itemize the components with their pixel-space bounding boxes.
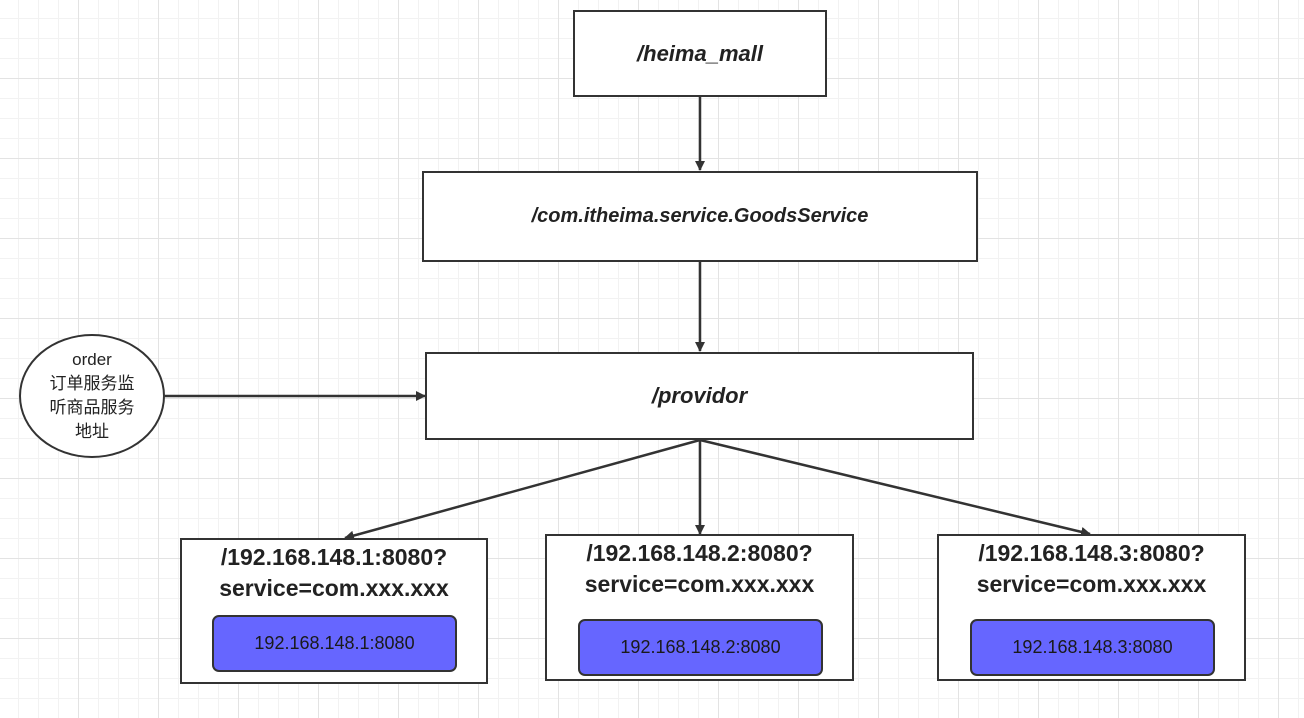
provider-3-address: 192.168.148.3:8080 — [970, 619, 1215, 676]
provider-2-address: 192.168.148.2:8080 — [578, 619, 823, 676]
provider-2-url-line-1: /192.168.148.2:8080? — [586, 540, 813, 566]
provider-3-url-line-2: service=com.xxx.xxx — [976, 571, 1207, 597]
provider-1-url-line-2: service=com.xxx.xxx — [219, 575, 449, 601]
node-providor: /providor — [425, 352, 974, 440]
provider-2-url-line-2: service=com.xxx.xxx — [584, 571, 815, 597]
node-goods-service: /com.itheima.service.GoodsService — [422, 171, 978, 262]
consumer-line-3: 听商品服务 — [49, 398, 135, 417]
edge-providor-to-provider-3 — [699, 438, 1091, 537]
provider-node-1: /192.168.148.1:8080? service=com.xxx.xxx… — [180, 538, 488, 684]
provider-1-url-line-1: /192.168.148.1:8080? — [220, 544, 448, 570]
consumer-line-1: order — [72, 350, 112, 369]
provider-2-address-label: 192.168.148.2:8080 — [620, 637, 781, 657]
edge-providor-to-provider-1 — [344, 438, 701, 541]
provider-node-2: /192.168.148.2:8080? service=com.xxx.xxx… — [545, 534, 854, 681]
provider-1-address-label: 192.168.148.1:8080 — [254, 633, 415, 653]
provider-1-url: /192.168.148.1:8080? service=com.xxx.xxx — [182, 542, 486, 604]
consumer-line-4: 地址 — [75, 422, 109, 441]
provider-node-3: /192.168.148.3:8080? service=com.xxx.xxx… — [937, 534, 1246, 681]
node-order-consumer: order 订单服务监 听商品服务 地址 — [19, 334, 165, 458]
provider-3-url-line-1: /192.168.148.3:8080? — [978, 540, 1205, 566]
node-heima-mall: /heima_mall — [573, 10, 827, 97]
node-providor-label: /providor — [651, 383, 748, 408]
provider-1-address: 192.168.148.1:8080 — [212, 615, 457, 672]
provider-2-url: /192.168.148.2:8080? service=com.xxx.xxx — [547, 538, 852, 600]
node-goods-service-label: /com.itheima.service.GoodsService — [531, 205, 869, 227]
provider-3-address-label: 192.168.148.3:8080 — [1012, 637, 1173, 657]
node-heima-mall-label: /heima_mall — [637, 40, 763, 66]
consumer-line-2: 订单服务监 — [49, 374, 135, 393]
provider-3-url: /192.168.148.3:8080? service=com.xxx.xxx — [939, 538, 1244, 600]
